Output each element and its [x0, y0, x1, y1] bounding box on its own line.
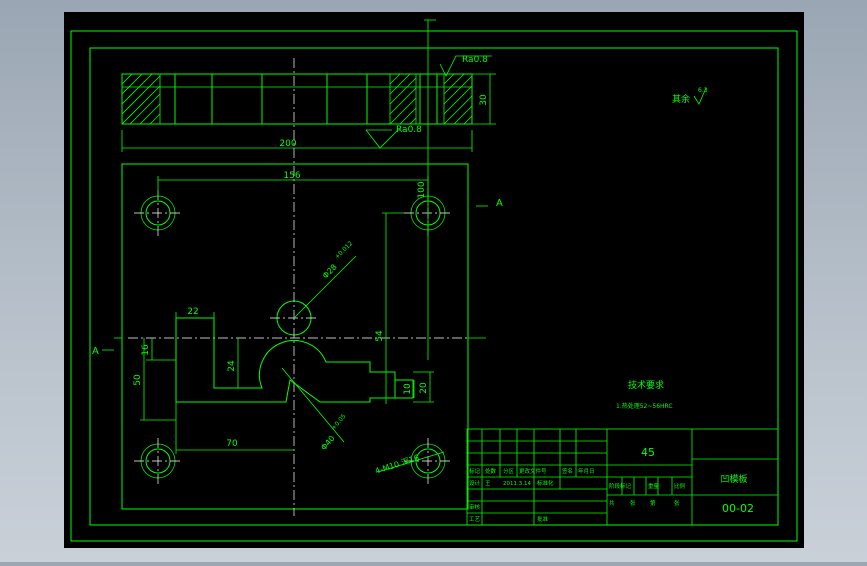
tb-standard-label: 标准化 — [537, 479, 554, 487]
inner-border — [89, 47, 779, 526]
tb-weight-label: 重量 — [648, 482, 660, 490]
tb-scale-label: 比例 — [674, 482, 686, 490]
model-space[interactable] — [64, 12, 804, 548]
tb-sheet-no: 第 — [650, 499, 656, 507]
dim-text-50: 50 — [133, 374, 143, 386]
tb-date: 年月日 — [578, 467, 595, 475]
tb-sheet-unit2: 张 — [674, 499, 680, 507]
roughness-bottom-label: Ra0.8 — [396, 125, 422, 135]
leader-phi28 — [293, 255, 357, 319]
dim-text-70: 70 — [226, 439, 238, 449]
section-label-left: A — [92, 346, 99, 357]
roughness-symbol-bottom — [365, 129, 400, 149]
tb-designer-name: 王 — [485, 480, 491, 487]
title-block — [466, 428, 779, 526]
drawing-number-text: 00-02 — [722, 502, 754, 515]
roughness-symbol-top — [439, 55, 492, 77]
tb-change-doc: 更改文件号 — [519, 467, 547, 475]
dim-text-156: 156 — [283, 171, 300, 181]
tb-sheet-unit1: 张 — [630, 499, 636, 507]
tech-requirements-title: 技术要求 — [628, 379, 664, 391]
dim-text-20: 20 — [419, 382, 429, 394]
leader-phi40 — [281, 367, 345, 443]
material-text: 45 — [641, 446, 655, 459]
dim-text-200: 200 — [279, 139, 296, 149]
tb-stage-label: 阶段标记 — [609, 482, 632, 490]
tb-approve-label: 批准 — [537, 515, 549, 523]
rest-roughness-value: 6.3 — [698, 87, 708, 94]
dim-text-30: 30 — [479, 94, 489, 106]
tech-requirements-line1: 1.热处理52~56HRC — [616, 402, 673, 410]
dim-text-10: 10 — [403, 383, 413, 395]
dim-text-24: 24 — [227, 360, 237, 372]
dim-text-16: 16 — [141, 344, 151, 356]
tb-count: 处数 — [485, 467, 497, 475]
hatch-mid — [389, 73, 417, 125]
rest-roughness-label: 其余 — [672, 93, 690, 105]
roughness-top-label: Ra0.8 — [462, 55, 488, 65]
tb-zone: 分区 — [503, 467, 515, 475]
tb-mark: 标记 — [469, 467, 481, 475]
die-cavity — [175, 317, 396, 403]
hatch-left — [121, 73, 161, 125]
part-name-text: 凹模板 — [720, 473, 747, 485]
tb-designer-label: 设计 — [469, 479, 481, 487]
dim-text-100: 100 — [417, 181, 427, 198]
tb-signature: 签名 — [562, 467, 573, 475]
leader-thread — [377, 451, 445, 473]
tb-process-label: 工艺 — [469, 516, 481, 523]
slot-end — [394, 379, 414, 399]
tb-review-label: 审核 — [469, 503, 481, 511]
tb-sheet-total: 共 — [609, 499, 615, 507]
dim-text-22: 22 — [187, 307, 198, 317]
hatch-right — [443, 73, 473, 125]
outer-border — [70, 30, 798, 542]
roughness-symbol-rest — [693, 87, 707, 105]
dim-text-54: 54 — [375, 330, 385, 342]
section-label-right: A — [496, 198, 503, 209]
section-view — [121, 73, 473, 125]
tb-design-date: 2011.3.14 — [503, 481, 531, 487]
